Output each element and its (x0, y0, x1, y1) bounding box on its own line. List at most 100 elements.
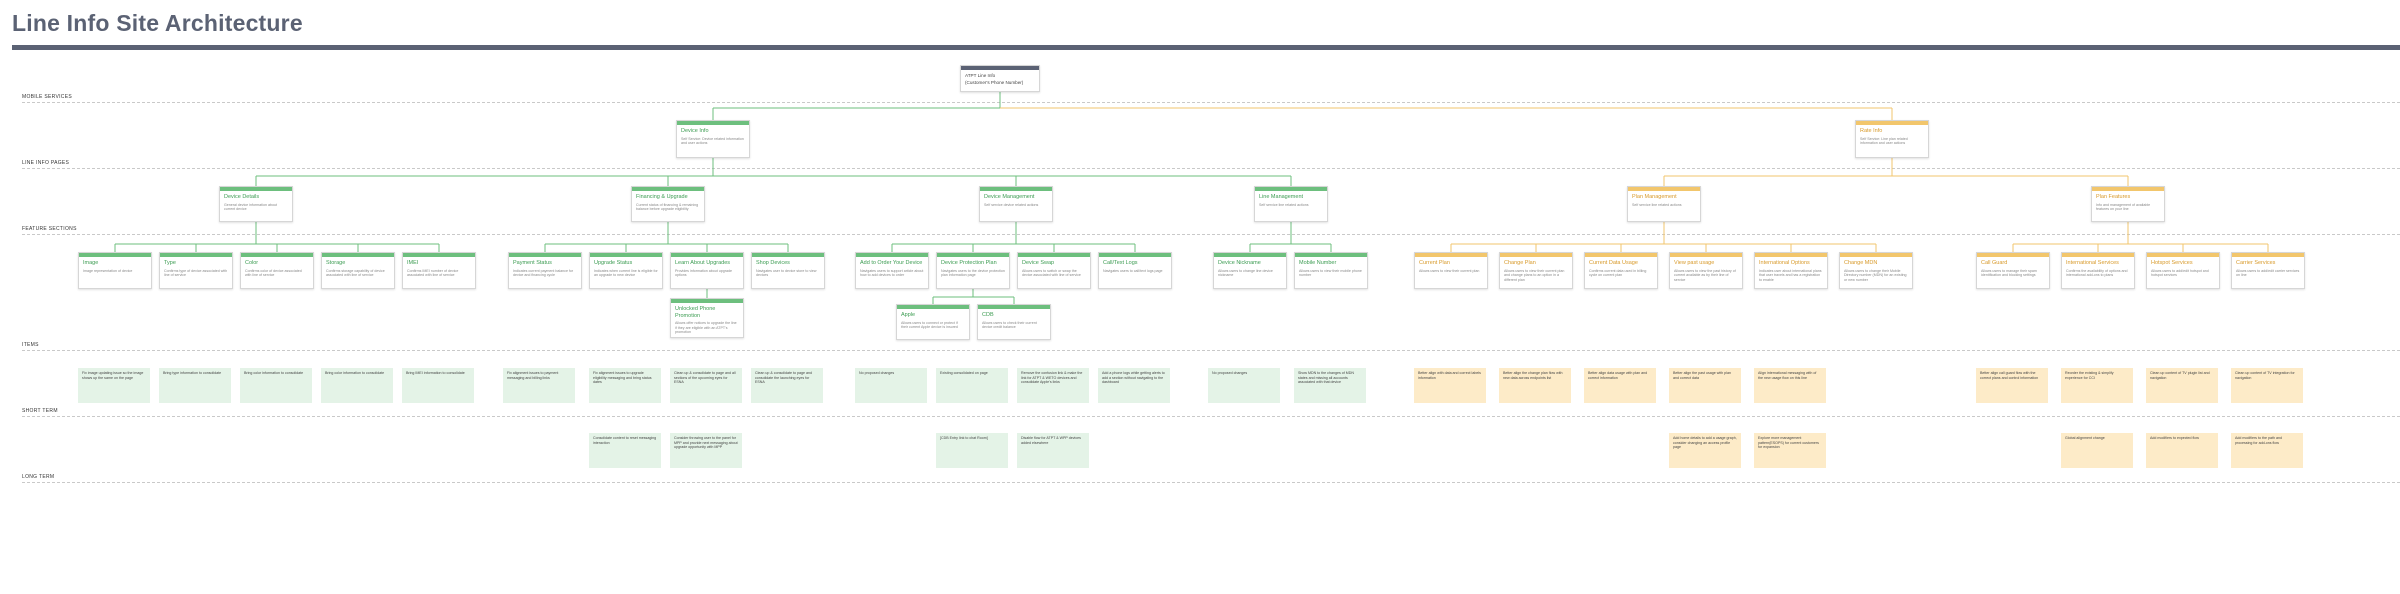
node-title: Current Plan (1419, 260, 1450, 266)
node-description: Allows users to view their mobile phone … (1299, 268, 1362, 278)
node-title: Carrier Services (2236, 260, 2276, 266)
node-description: General device information about current… (224, 202, 277, 212)
node-title: International Services (2066, 260, 2119, 266)
node-title: Call Guard (1981, 260, 2008, 266)
node-accent-bar (856, 253, 928, 257)
short-term-note: Bring color information to consolidate (321, 368, 393, 403)
node-description: Image representation of device (83, 268, 133, 273)
root-node[interactable]: ATPT Line Info (Customer's Phone Number) (960, 65, 1040, 92)
short-term-note: Clean up content of TV plugin list and n… (2146, 368, 2218, 403)
node-accent-bar (1295, 253, 1367, 257)
node-accent-bar (1214, 253, 1286, 257)
node-description: Navigates user to device store to view d… (756, 268, 817, 278)
node-description: Self Service: Device related information… (681, 136, 744, 146)
root-subtitle: (Customer's Phone Number) (965, 79, 1024, 85)
short-term-note: Better align the past usage with plan an… (1669, 368, 1741, 403)
node-accent-bar (677, 121, 749, 125)
short-term-note: Remove the confusion link & make the lin… (1017, 368, 1089, 403)
band-label-long-term: LONG TERM (22, 474, 55, 480)
node-description: Allows users to check their current devi… (982, 320, 1037, 330)
node-title: Change Plan (1504, 260, 1536, 266)
node-description: Allows users to view their current plan … (1504, 268, 1565, 282)
section-node-plan-features[interactable]: Plan Features Info and management of ava… (2091, 186, 2165, 222)
long-term-note: [CDB Entry link to chat Room] (936, 433, 1008, 468)
node-title: Device Details (224, 194, 260, 200)
long-term-note: Global alignment change (2061, 433, 2133, 468)
node-accent-bar (220, 187, 292, 191)
node-accent-bar (1840, 253, 1912, 257)
node-description: Self service line related actions (1632, 202, 1682, 207)
node-description: Confirms type of device associated with … (164, 268, 228, 278)
node-title: Unlocked Phone Promotion (675, 306, 716, 319)
node-description: Navigates users to the device protection… (941, 268, 1005, 278)
node-description: Allows users to view the past history of… (1674, 268, 1736, 282)
node-description: Provides information about upgrade optio… (675, 268, 732, 278)
feature-node-change-mdn[interactable]: Change MDN Allows users to change their M… (1839, 252, 1913, 289)
short-term-note: Existing consolidated on page (936, 368, 1008, 403)
node-description: Self service line related actions (1259, 202, 1309, 207)
node-accent-bar (937, 253, 1009, 257)
band-label-feature-sections: FEATURE SECTIONS (22, 226, 77, 232)
long-term-note: Explore more management pattern(ESOPS) f… (1754, 433, 1826, 468)
root-title: ATPT Line Info (965, 73, 996, 78)
section-node-device-details[interactable]: Device Details General device informatio… (219, 186, 293, 222)
short-term-note: Fix alignment issues to payment messagin… (503, 368, 575, 403)
node-description: Allows users to add/edit carrier service… (2236, 268, 2300, 278)
node-accent-bar (961, 66, 1039, 70)
title-underline (12, 45, 2400, 50)
node-description: Indicates when current line is eligible … (594, 268, 658, 278)
node-accent-bar (1977, 253, 2049, 257)
node-description: Allows users to change their Mobile Dire… (1844, 268, 1907, 282)
node-description: Confirms storage capability of device as… (326, 268, 385, 278)
node-title: Apple (901, 312, 916, 318)
section-node-plan-management[interactable]: Plan Management Self service line relate… (1627, 186, 1701, 222)
node-description: Self service device related actions (984, 202, 1039, 207)
long-term-note: Add modifiers to the path and processing… (2231, 433, 2303, 468)
band-label-items: ITEMS (22, 342, 39, 348)
page-node-device-info[interactable]: Device Info Self Service: Device related… (676, 120, 750, 158)
node-accent-bar (241, 253, 313, 257)
section-node-financing-upgrade[interactable]: Financing & Upgrade Current status of fi… (631, 186, 705, 222)
node-accent-bar (752, 253, 824, 257)
section-node-device-management[interactable]: Device Management Self service device re… (979, 186, 1053, 222)
page-node-rate-info[interactable]: Rate Info Self Service: Line plan relate… (1855, 120, 1929, 158)
node-description: Confirms the availability of options and… (2066, 268, 2128, 278)
node-description: Confirms IMEI number of device associate… (407, 268, 459, 278)
node-title: Device Info (681, 128, 709, 134)
short-term-note: Clean up & consolidate to page and all s… (670, 368, 742, 403)
node-description: Allows users to add/edit hotspot and hot… (2151, 268, 2209, 278)
node-title: Learn About Upgrades (675, 260, 731, 266)
node-title: Change MDN (1844, 260, 1878, 266)
node-title: Line Management (1259, 194, 1304, 200)
node-title: Current Data Usage (1589, 260, 1638, 266)
section-node-line-management[interactable]: Line Management Self service line relate… (1254, 186, 1328, 222)
short-term-note: Reorder the existing & simplify experien… (2061, 368, 2133, 403)
